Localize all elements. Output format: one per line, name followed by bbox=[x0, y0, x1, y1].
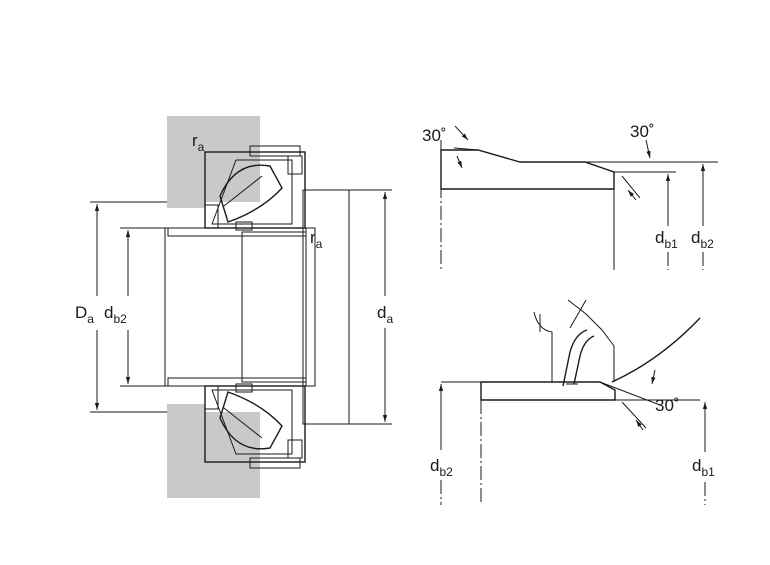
housing-top bbox=[167, 116, 260, 202]
label-ra-shaft: ra bbox=[310, 228, 323, 251]
inner-ring-profile bbox=[480, 381, 616, 401]
dimension-da bbox=[349, 189, 392, 425]
label-db2-bottom: db2 bbox=[430, 456, 453, 479]
label-da: da bbox=[377, 303, 393, 326]
abutment-sleeve bbox=[241, 231, 307, 383]
housing-top-gap bbox=[167, 196, 205, 208]
shaft bbox=[164, 227, 316, 387]
outer-ring-arc bbox=[611, 317, 701, 383]
label-db1-top: db1 bbox=[655, 228, 678, 251]
label-angle-top-right: 30˚ bbox=[630, 122, 655, 141]
dimension-Da bbox=[90, 201, 167, 413]
label-db1-bottom: db1 bbox=[692, 456, 715, 479]
bearing-bottom bbox=[204, 383, 306, 469]
sleeve-profile-top bbox=[440, 149, 615, 190]
label-ra-top: ra bbox=[192, 131, 205, 154]
housing-bottom-gap bbox=[167, 404, 205, 416]
shaft-shoulder bbox=[302, 189, 350, 425]
housing-bottom bbox=[167, 412, 260, 498]
label-db2-left: db2 bbox=[104, 303, 127, 326]
bearing-top bbox=[204, 145, 306, 231]
dimension-db2-left bbox=[120, 227, 165, 387]
detail-bottom-ring bbox=[438, 299, 708, 505]
label-angle-bottom: 30˚ bbox=[655, 396, 680, 415]
main-assembly-view bbox=[164, 116, 350, 498]
label-db2-top: db2 bbox=[691, 228, 714, 251]
label-Da: Da bbox=[75, 303, 94, 326]
detail-top-sleeve bbox=[440, 125, 718, 270]
roller-top bbox=[219, 164, 283, 223]
label-angle-top-left: 30˚ bbox=[422, 126, 447, 145]
